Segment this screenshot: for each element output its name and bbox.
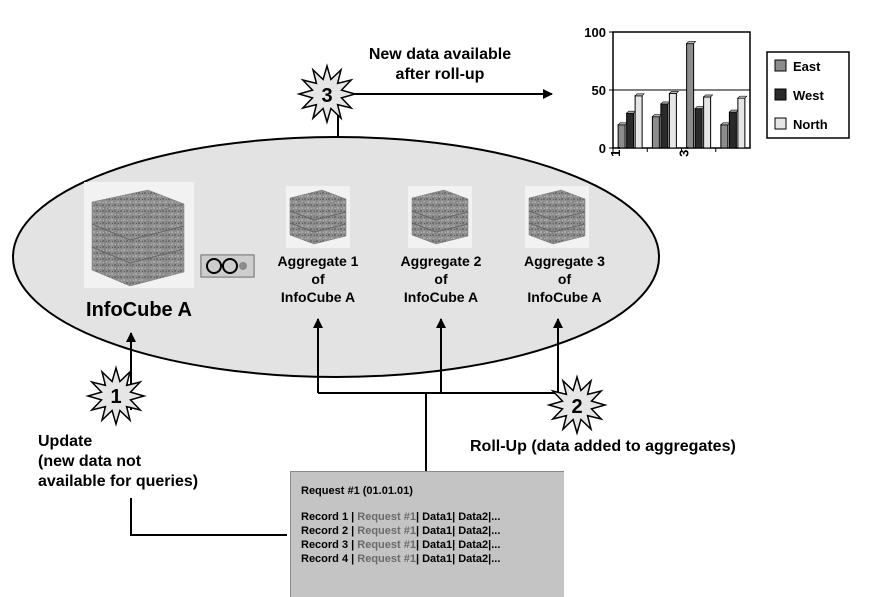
chart-bar-top <box>668 91 680 94</box>
aggregate-3-line3: InfoCube A <box>527 289 602 305</box>
legend-swatch-north <box>774 117 787 130</box>
chart-bar-west <box>728 111 737 149</box>
chart-y-tick-label: 0 <box>599 141 606 156</box>
record-id: Record 3 | <box>301 539 358 551</box>
record-request: Request #1 <box>357 553 416 565</box>
step-1-label-line3: available for queries) <box>38 473 199 490</box>
chart-bar-west <box>660 103 669 149</box>
step-3-label-line2: after roll-up <box>395 66 485 83</box>
chart-bar-west <box>694 108 703 149</box>
step-3-starburst: 3 <box>296 63 358 125</box>
chart-x-tick-label: 3. <box>677 146 692 157</box>
chart-bar-top <box>694 106 705 109</box>
record-request: Request #1 <box>357 539 416 551</box>
aggregate-1-icon <box>286 186 350 248</box>
record-id: Record 4 | <box>301 553 358 565</box>
aggregate-3-line2: of <box>557 271 572 287</box>
aggregate-2-label: Aggregate 2 of InfoCube A <box>391 252 491 306</box>
step-1-label-line1: Update <box>38 433 93 450</box>
chart-bar-top <box>651 114 663 117</box>
step-3-label-line1: New data available <box>368 46 512 63</box>
chart-y-tick-label: 50 <box>592 83 606 98</box>
request-record-4: Record 4 | Request #1| Data1| Data2|... <box>301 552 500 567</box>
step-1-label-line2: (new data not <box>38 453 142 470</box>
aggregate-1-label: Aggregate 1 of InfoCube A <box>268 252 368 306</box>
chart-bar-top <box>737 95 748 99</box>
request-box: Request #1 (01.01.01) Record 1 | Request… <box>290 471 564 597</box>
update-arrow <box>130 498 287 536</box>
step-1-label: Update (new data not available for queri… <box>38 432 278 492</box>
legend-label-west: West <box>793 88 824 103</box>
chart-bar-east <box>651 116 660 149</box>
chart-bar-east <box>686 43 695 149</box>
request-record-1: Record 1 | Request #1| Data1| Data2|... <box>301 510 500 525</box>
chart-bar-top <box>617 122 628 126</box>
step-1-number: 1 <box>110 386 121 408</box>
aggregate-1-line1: Aggregate 1 <box>277 253 359 269</box>
record-data: | Data1| Data2|... <box>415 553 501 565</box>
request-title: Request #1 (01.01.01) <box>301 485 413 497</box>
aggregate-3-label: Aggregate 3 of InfoCube A <box>512 252 617 306</box>
chart-bar-north <box>737 97 746 149</box>
aggregate-1-line3: InfoCube A <box>280 289 356 305</box>
aggregate-3-icon <box>525 186 589 248</box>
request-record-3: Record 3 | Request #1| Data1| Data2|... <box>301 538 500 553</box>
record-data: | Data1| Data2|... <box>415 511 501 523</box>
legend-swatch-east <box>774 59 787 72</box>
request-record-2: Record 2 | Request #1| Data1| Data2|... <box>301 524 500 539</box>
record-id: Record 2 | <box>301 525 358 537</box>
aggregate-2-icon <box>408 186 472 248</box>
chart-bar-west <box>626 112 635 149</box>
record-request: Request #1 <box>357 525 416 537</box>
chart-bar-top <box>685 41 697 44</box>
aggregate-2-line3: InfoCube A <box>403 289 479 305</box>
chart-bar-top <box>634 93 645 97</box>
chart-x-tick-label: 1. <box>608 146 623 157</box>
aggregate-2-line1: Aggregate 2 <box>400 253 482 269</box>
chart-bar-east <box>617 124 626 149</box>
chart-bar-east <box>720 124 729 149</box>
chart-bar-north <box>703 96 712 149</box>
step-3-label: New data available after roll-up <box>345 45 535 85</box>
aggregate-1-line2: of <box>311 271 325 287</box>
step-2-starburst: 2 <box>546 374 608 436</box>
legend-label-east: East <box>793 59 821 74</box>
infocube-icon <box>84 182 194 288</box>
chart-bar-north <box>634 95 643 149</box>
step-2-label: Roll-Up (data added to aggregates) <box>470 438 736 455</box>
glasses-icon <box>200 254 255 278</box>
record-request: Request #1 <box>357 511 416 523</box>
chart-bar-top <box>702 94 714 98</box>
chart-bar-top <box>625 110 637 114</box>
record-data: | Data1| Data2|... <box>415 539 501 551</box>
chart-bar-top <box>728 109 740 113</box>
aggregate-3-line1: Aggregate 3 <box>524 253 605 269</box>
step-1-starburst: 1 <box>85 365 147 427</box>
chart-bar-top <box>720 122 731 126</box>
step-2-number: 2 <box>571 396 582 418</box>
legend-label-north: North <box>793 117 828 132</box>
legend-swatch-west <box>774 88 787 101</box>
step-3-number: 3 <box>321 85 332 107</box>
infocube-label: InfoCube A <box>86 299 192 321</box>
record-data: | Data1| Data2|... <box>415 525 501 537</box>
aggregate-2-line2: of <box>434 271 448 287</box>
record-id: Record 1 | <box>301 511 358 523</box>
chart-y-tick-label: 100 <box>584 25 606 40</box>
chart-bar-north <box>668 92 677 149</box>
chart-bar-top <box>660 101 671 105</box>
